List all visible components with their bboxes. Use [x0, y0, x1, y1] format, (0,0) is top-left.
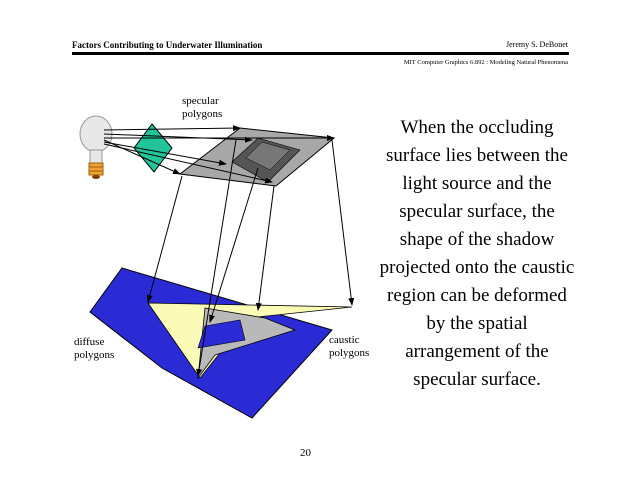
specular-highlight [245, 141, 291, 171]
label-caustic: caustic polygons [329, 334, 370, 359]
header-title: Factors Contributing to Underwater Illum… [72, 40, 263, 50]
shadow-inner [197, 319, 246, 349]
header-author: Jeremy S. DeBonet [506, 40, 568, 49]
header-rule [72, 52, 569, 55]
label-specular: specular polygons [182, 95, 223, 120]
light-bulb-icon [79, 115, 113, 179]
header-subtitle: MIT Computer Graphics 6.892 : Modeling N… [403, 59, 568, 66]
light-rays [103, 125, 355, 377]
label-diffuse: diffuse polygons [74, 336, 115, 361]
page-number: 20 [300, 447, 311, 459]
body-text: When the occluding surface lies between … [379, 117, 575, 390]
